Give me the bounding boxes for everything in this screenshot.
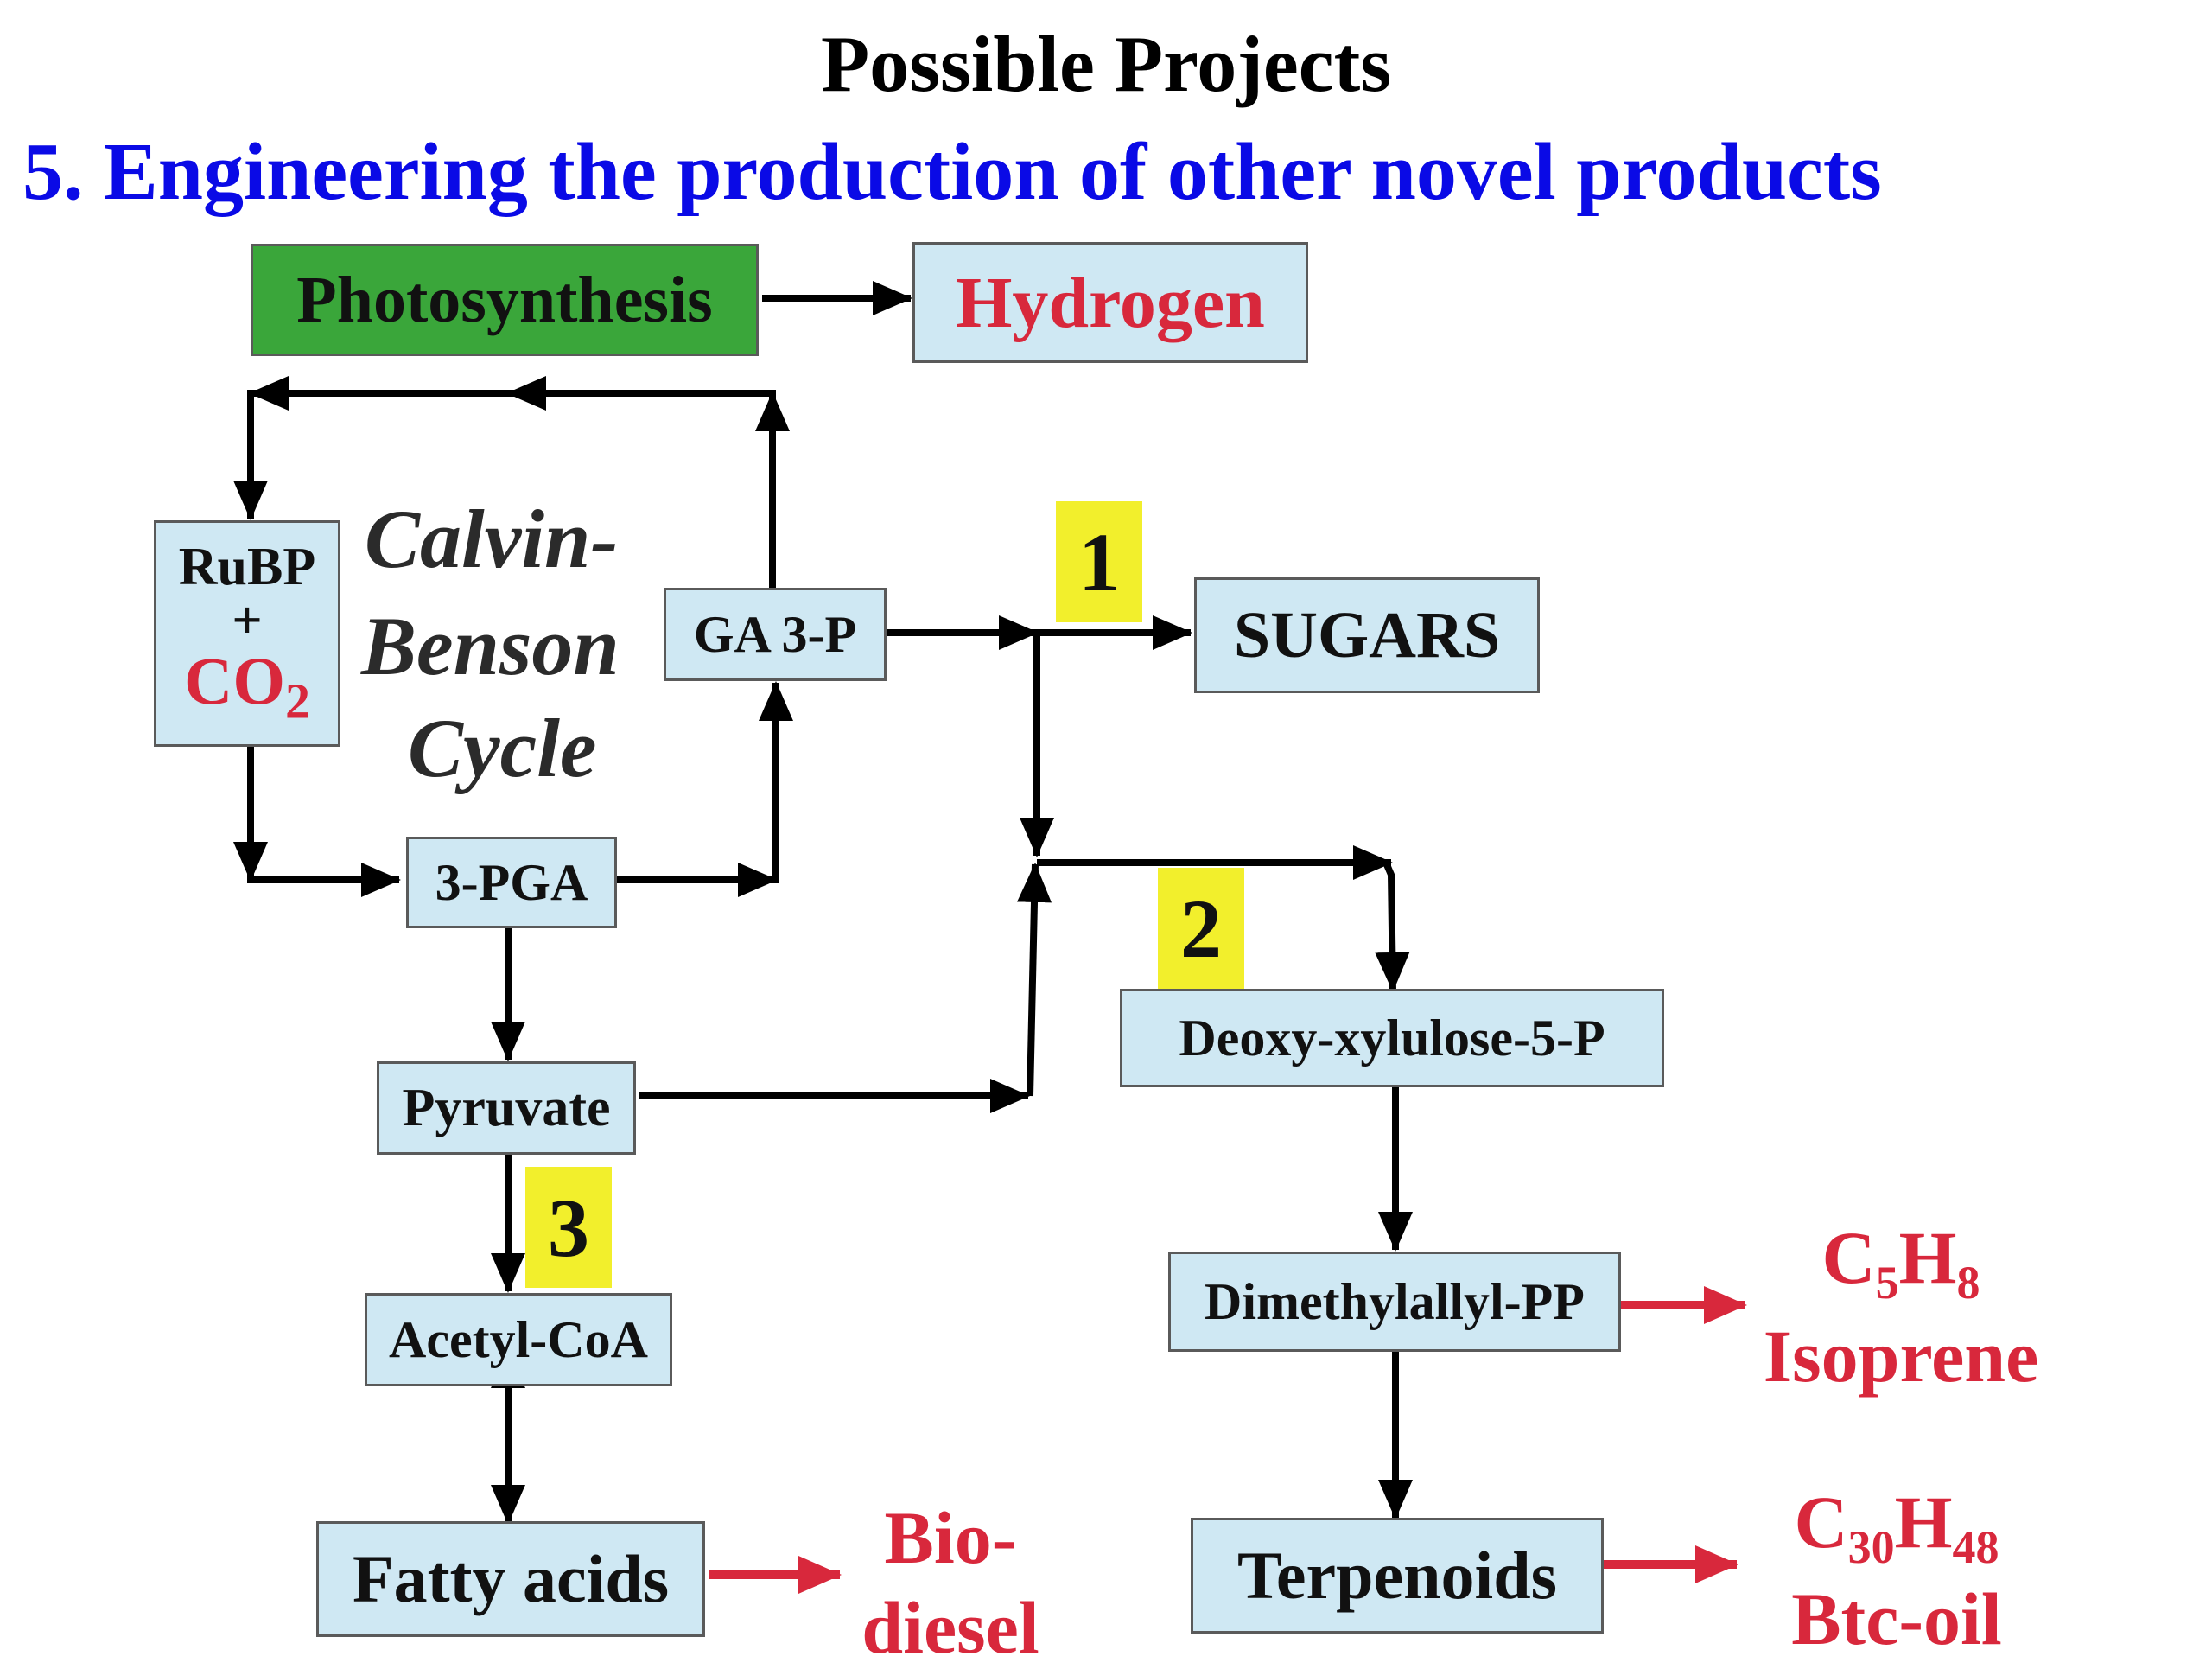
deoxy-xylulose-box: Deoxy-xylulose-5-P	[1120, 989, 1664, 1087]
project-number-1: 1	[1056, 501, 1142, 622]
isoprene-label: Isoprene	[1763, 1315, 2039, 1398]
rubp-label: RuBP	[178, 538, 316, 597]
arrow-pga-to-ga3p	[613, 681, 793, 883]
project-number-3: 3	[525, 1167, 612, 1288]
page-title: Possible Projects	[820, 20, 1392, 108]
pga-box: 3-PGA	[406, 837, 617, 928]
biodiesel-label-line1: Bio-	[884, 1496, 1017, 1579]
project-number-2: 2	[1158, 868, 1244, 989]
page-subtitle: 5. Engineering the production of other n…	[22, 127, 1882, 217]
arrow-to-deoxy	[1375, 861, 1410, 992]
isoprene-formula: C5H8	[1821, 1216, 1980, 1309]
rubp-co2-box: RuBP + CO2	[154, 520, 340, 747]
btc-oil-label: Btc-oil	[1791, 1577, 2002, 1660]
pyruvate-box: Pyruvate	[377, 1061, 636, 1155]
hydrogen-box: Hydrogen	[912, 242, 1308, 363]
co2-label: CO2	[184, 643, 310, 729]
biodiesel-label-line2: diesel	[861, 1586, 1039, 1669]
arrow-rubp-to-pga	[247, 743, 401, 897]
sugars-box: SUGARS	[1194, 577, 1540, 693]
cycle-label-line1: Calvin-	[365, 493, 619, 585]
fatty-acids-box: Fatty acids	[316, 1521, 705, 1637]
arrow-pyruvate-up	[1017, 863, 1052, 1097]
dimethylallyl-box: Dimethylallyl-PP	[1168, 1252, 1621, 1352]
acetyl-coa-box: Acetyl-CoA	[365, 1293, 672, 1386]
photosynthesis-box: Photosynthesis	[251, 244, 759, 356]
ga3p-box: GA 3-P	[664, 588, 887, 681]
btc-oil-formula: C30H48	[1794, 1481, 1999, 1574]
cycle-label-line2: Benson	[361, 600, 620, 692]
cycle-label-line3: Cycle	[408, 702, 597, 794]
terpenoids-box: Terpenoids	[1191, 1518, 1604, 1634]
plus-sign: +	[232, 591, 263, 651]
